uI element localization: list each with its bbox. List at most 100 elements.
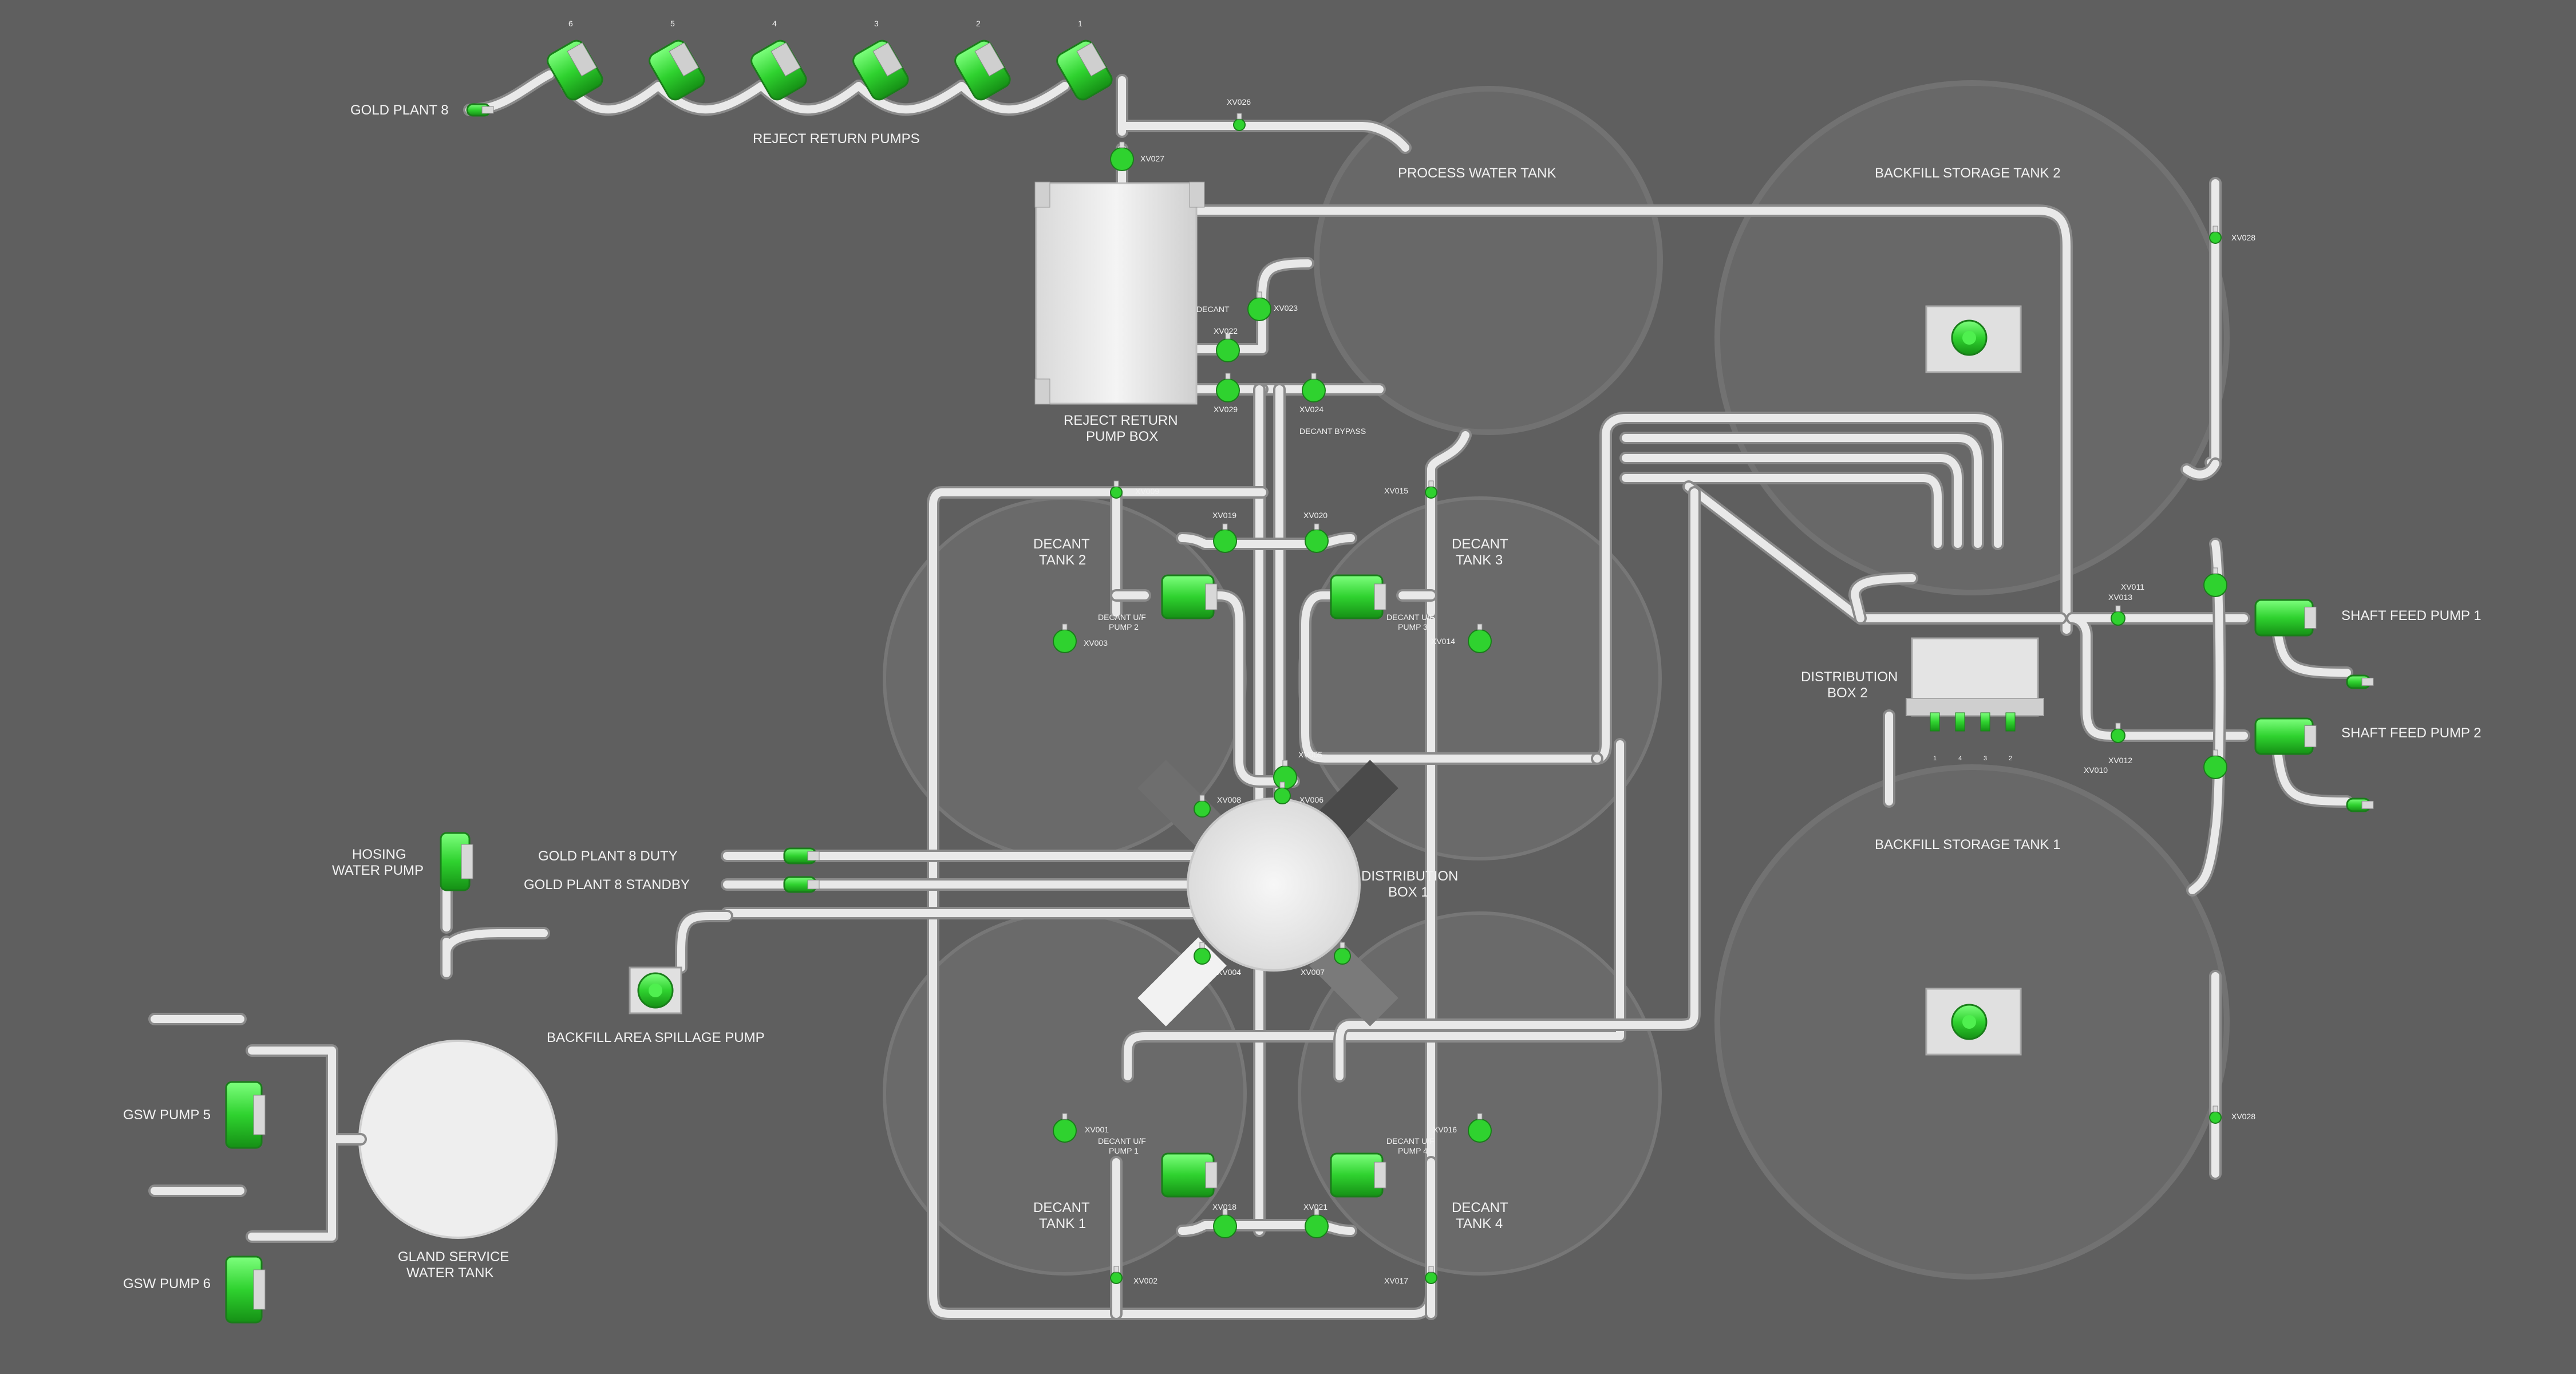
reject-return-pump[interactable] xyxy=(851,38,911,102)
uf-pump-3-discharge xyxy=(1299,412,2004,765)
xv018-xv021-bridge xyxy=(1176,1219,1357,1237)
pipework xyxy=(148,68,2353,1320)
xv011-valve[interactable] xyxy=(2203,567,2227,597)
decant-tank-1-label-2: TANK 1 xyxy=(1039,1216,1086,1231)
backfill-area-spillage-pump-label: BACKFILL AREA SPILLAGE PUMP xyxy=(547,1030,765,1045)
xv010-tag: XV010 xyxy=(2084,765,2108,775)
xv028-top-tag: XV028 xyxy=(2231,233,2255,242)
decant-uf-pump-4[interactable] xyxy=(1330,1152,1386,1198)
reject-return-pump[interactable] xyxy=(953,38,1013,102)
xv002-valve[interactable] xyxy=(1110,1266,1123,1284)
xv016-valve[interactable] xyxy=(1468,1113,1492,1143)
shaft-feed-pump-1[interactable] xyxy=(2254,599,2317,637)
xv018-valve[interactable] xyxy=(1213,1209,1237,1238)
xv009-tag: XV009 xyxy=(1135,487,1159,496)
xv006-valve[interactable] xyxy=(1274,781,1291,804)
shaft-feed-pump-1-outlet-valve[interactable] xyxy=(2346,674,2374,689)
xv003-valve[interactable] xyxy=(1053,623,1077,653)
backfill-area-spillage-pump[interactable] xyxy=(637,972,674,1009)
xv023-valve[interactable] xyxy=(1247,291,1271,321)
xv026-line xyxy=(1116,74,1412,154)
dist-box-2-outlet-valve[interactable] xyxy=(1955,712,1965,732)
pump-box-bracket xyxy=(1034,378,1050,405)
xv026-valve[interactable] xyxy=(1233,113,1246,131)
xv008-valve[interactable] xyxy=(1194,795,1211,818)
dist-box-2-outlet-valve[interactable] xyxy=(2005,712,2016,732)
distribution-box-1[interactable] xyxy=(1137,760,1398,1026)
decant-uf-pump-2-label: DECANT U/F xyxy=(1098,613,1146,622)
gsw-pump-5-label: GSW PUMP 5 xyxy=(123,1107,211,1123)
xv007-tag: XV007 xyxy=(1301,968,1325,977)
xv020-valve[interactable] xyxy=(1305,523,1329,553)
gold-plant-8-duty-label: GOLD PLANT 8 DUTY xyxy=(538,848,678,864)
gold-plant-8-standby-label: GOLD PLANT 8 STANDBY xyxy=(524,877,690,893)
decant-uf-pump-1[interactable] xyxy=(1161,1152,1218,1198)
xv019-xv020-bridge xyxy=(1176,532,1357,550)
xv022-valve[interactable] xyxy=(1216,333,1240,362)
gsw-pump-5[interactable] xyxy=(225,1081,266,1149)
gold-plant-8-valve[interactable] xyxy=(466,103,494,117)
xv010-valve[interactable] xyxy=(2203,749,2227,779)
xv001-valve[interactable] xyxy=(1053,1113,1077,1143)
xv015-valve[interactable] xyxy=(1425,480,1437,499)
dist-box-2-outlet-valve[interactable] xyxy=(1930,712,1940,732)
reject-return-pump[interactable] xyxy=(545,38,606,102)
process-to-dist2-line xyxy=(1116,204,2073,636)
gland-service-water-tank[interactable] xyxy=(358,1040,558,1239)
xv016-tag: XV016 xyxy=(1433,1125,1457,1134)
gsw-pump-lines xyxy=(148,1013,367,1243)
xv004-valve[interactable] xyxy=(1194,942,1211,965)
decant-uf-pump-2[interactable] xyxy=(1161,574,1218,619)
reject-return-pump[interactable] xyxy=(749,38,809,102)
decant-tank-4-label-2: TANK 4 xyxy=(1456,1216,1503,1231)
hosing-water-pump[interactable] xyxy=(440,832,473,891)
gold-plant-8-duty-valve[interactable] xyxy=(783,847,820,864)
reject-return-pump[interactable] xyxy=(1054,38,1115,102)
xv024-valve[interactable] xyxy=(1302,373,1326,402)
xv029-valve[interactable] xyxy=(1216,373,1240,402)
xv007-valve[interactable] xyxy=(1334,942,1351,965)
xv011-tag: XV011 xyxy=(2121,582,2144,591)
xv017-valve[interactable] xyxy=(1425,1266,1437,1284)
shaft-feed-pump-1-label: SHAFT FEED PUMP 1 xyxy=(2341,608,2482,623)
decant-ring-main xyxy=(927,429,1472,1320)
decant-uf-pump-3[interactable] xyxy=(1330,574,1386,619)
dist-box-2-outlet-valve[interactable] xyxy=(1980,712,1990,732)
xv028-bottom-tag: XV028 xyxy=(2231,1112,2255,1121)
xv019-valve[interactable] xyxy=(1213,523,1237,553)
reject-pump-number: 4 xyxy=(772,19,777,28)
reject-pump-number: 2 xyxy=(976,19,981,28)
gland-service-water-tank-label: GLAND SERVICE xyxy=(398,1249,509,1265)
xv021-valve[interactable] xyxy=(1305,1209,1329,1238)
spillage-pump-line xyxy=(675,910,733,974)
xv014-valve[interactable] xyxy=(1468,623,1492,653)
xv024-tag: XV024 xyxy=(1299,405,1323,414)
decant-tank-3-label-2: TANK 3 xyxy=(1456,552,1503,568)
reject-return-pump[interactable] xyxy=(647,38,708,102)
equipment-layer xyxy=(225,38,2374,1324)
xv028-top-valve[interactable] xyxy=(2209,226,2222,244)
process-water-tank[interactable] xyxy=(1314,86,1663,435)
backfill-tank-1-agitator[interactable] xyxy=(1951,1004,1988,1040)
xv027-tag: XV027 xyxy=(1140,154,1164,163)
xv012-valve[interactable] xyxy=(2111,722,2125,743)
xv013-valve[interactable] xyxy=(2111,605,2125,626)
gsw-pump-6[interactable] xyxy=(225,1255,266,1324)
xv022-tag: XV022 xyxy=(1214,326,1238,335)
distribution-box-2[interactable] xyxy=(1906,637,2044,717)
reject-return-pump-box[interactable] xyxy=(1035,182,1198,405)
xv027-valve[interactable] xyxy=(1110,141,1134,171)
xv003-tag: XV003 xyxy=(1084,638,1108,647)
dist-box-2-outlet-number: 4 xyxy=(1958,755,1962,762)
gland-service-water-tank-label-2: WATER TANK xyxy=(406,1265,493,1281)
xv028-bottom-valve[interactable] xyxy=(2209,1105,2222,1124)
hosing-pump-lines xyxy=(440,850,550,980)
backfill-tank-2-agitator[interactable] xyxy=(1951,319,1988,356)
decant-uf-pump-3-label: DECANT U/F xyxy=(1386,613,1435,622)
gold-plant-8-standby-valve[interactable] xyxy=(783,876,820,893)
shaft-feed-pump-2[interactable] xyxy=(2254,717,2317,755)
shaft-feed-pump-2-outlet-valve[interactable] xyxy=(2346,797,2374,812)
decant-uf-pump-1-label-2: PUMP 1 xyxy=(1109,1146,1139,1155)
distribution-box-1-label-2: BOX 1 xyxy=(1388,885,1429,900)
xv009-valve[interactable] xyxy=(1110,480,1123,499)
